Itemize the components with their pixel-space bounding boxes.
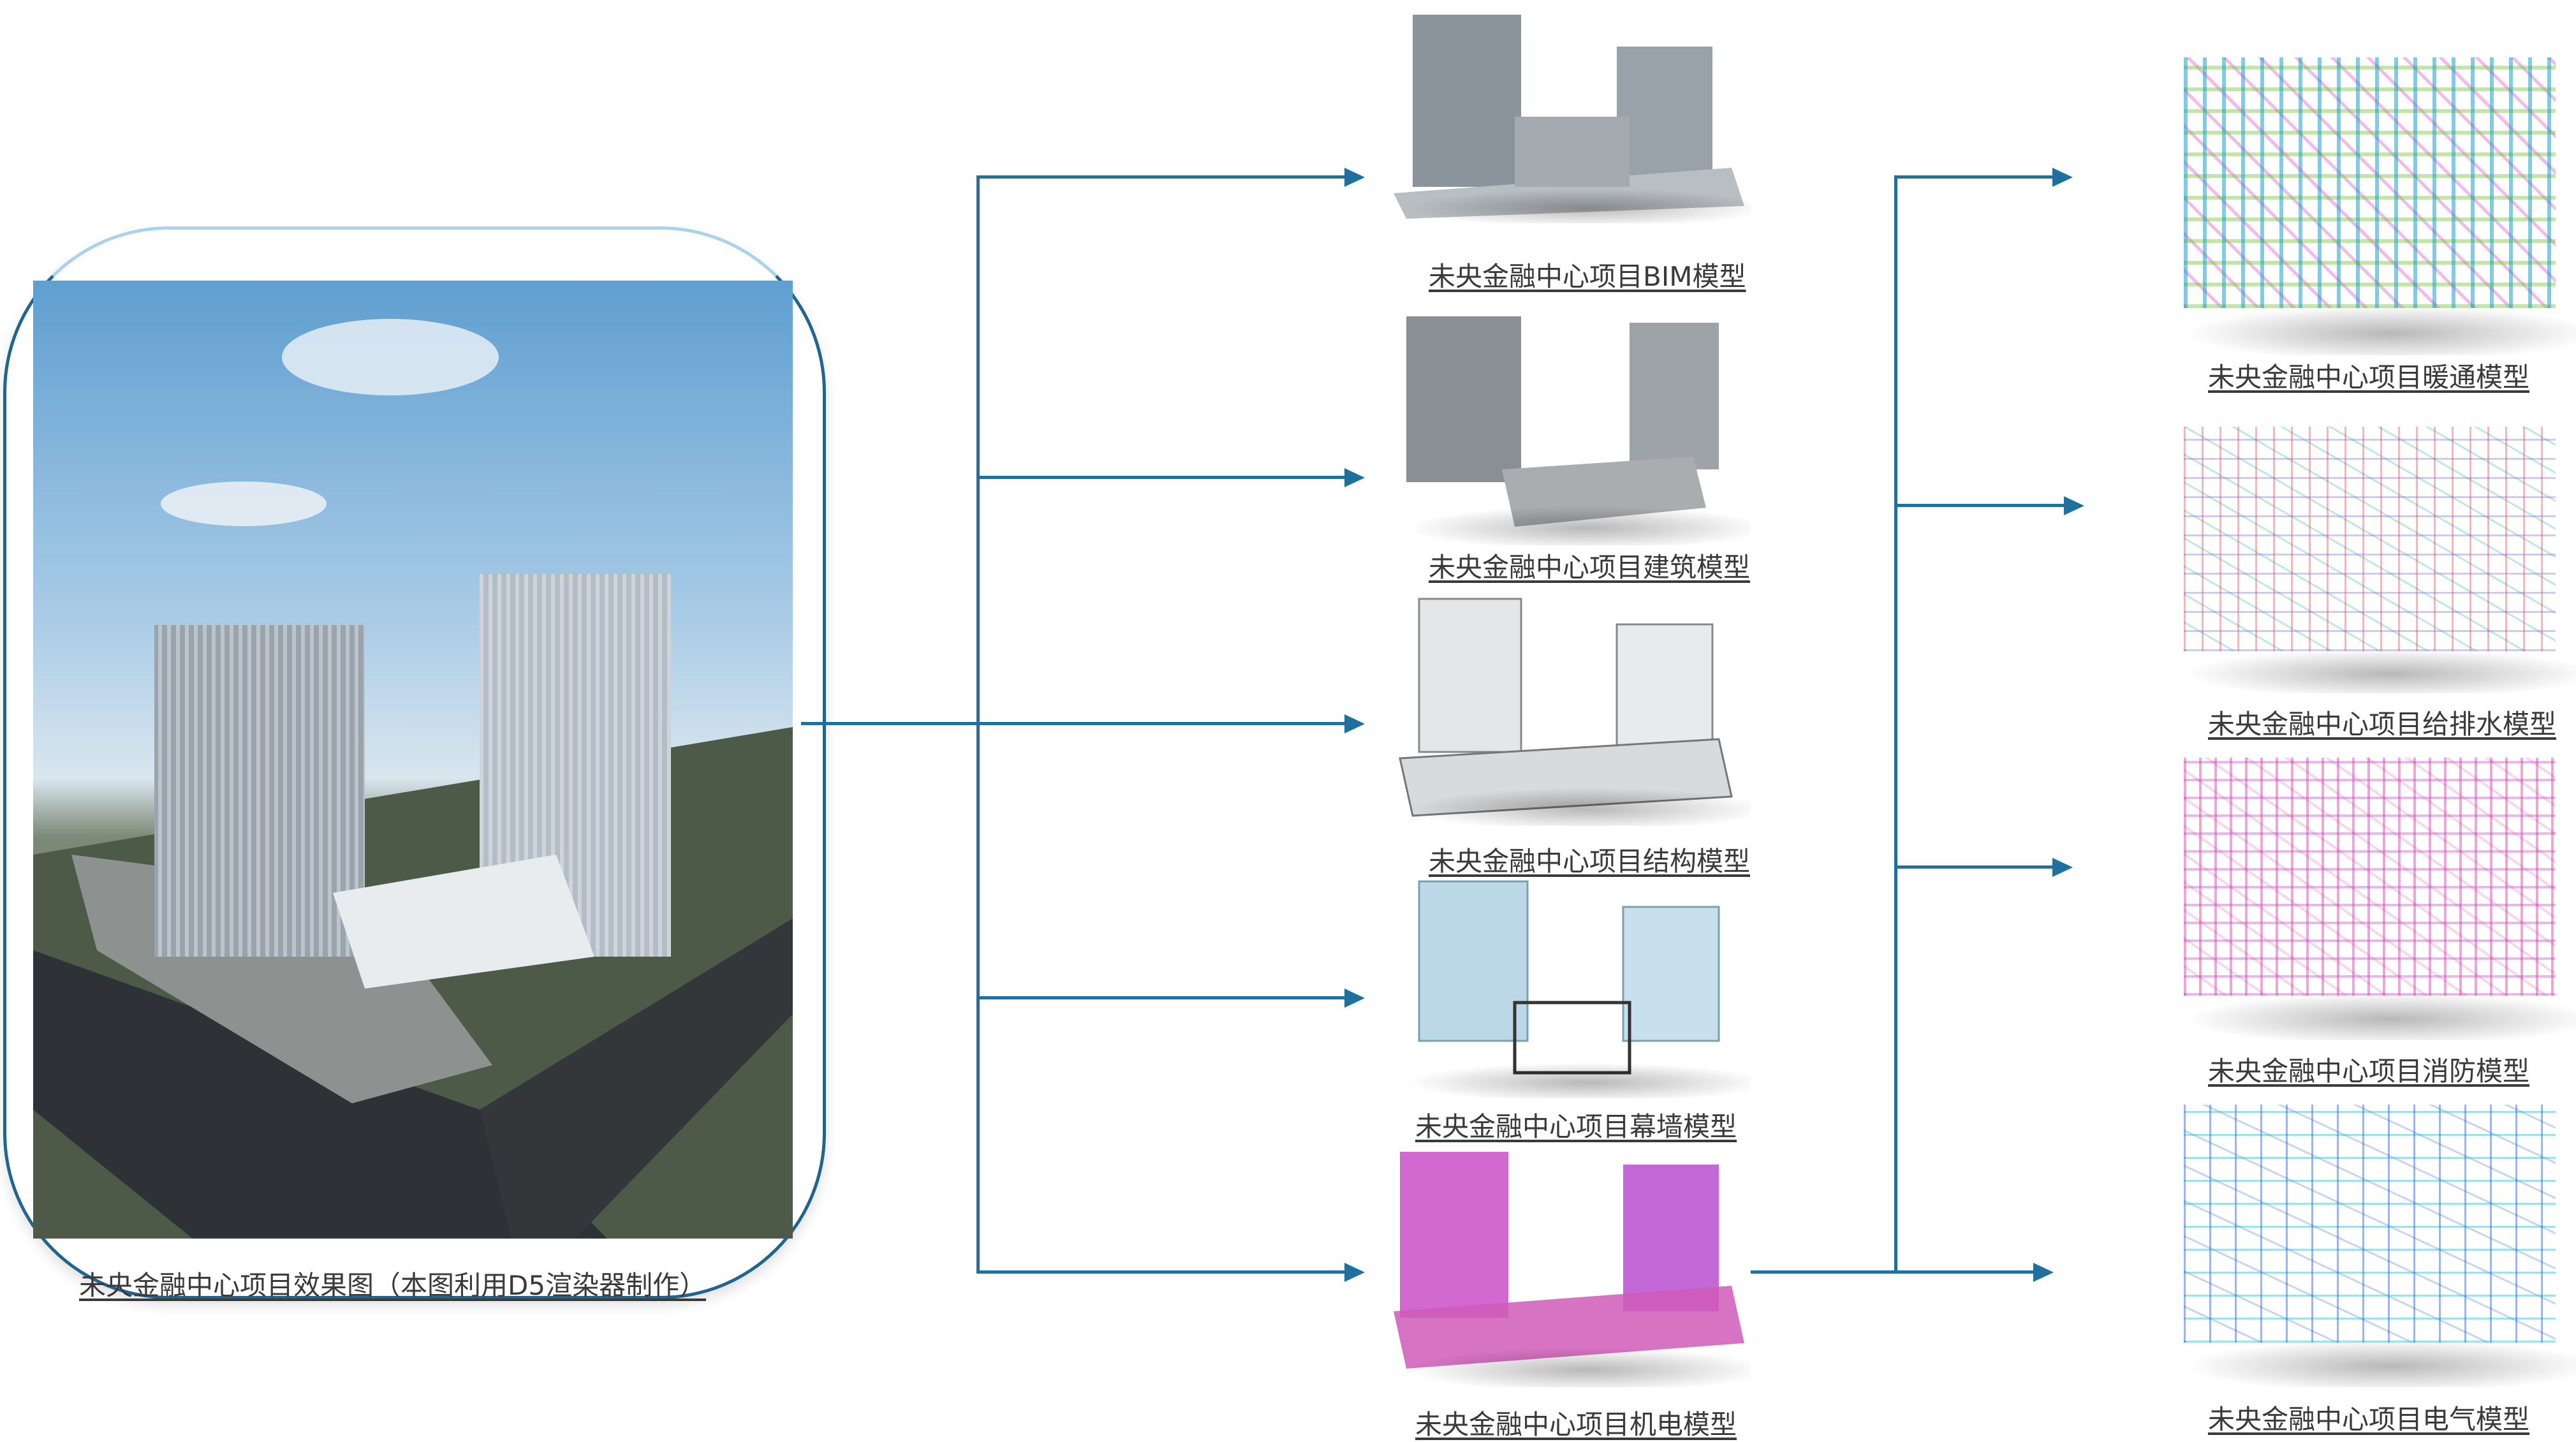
mep-model-image xyxy=(1387,1139,1751,1387)
connector-branch-fire xyxy=(1894,865,2054,869)
connector-trunk-mep xyxy=(1894,175,1897,1274)
bim-model-caption: 未央金融中心项目BIM模型 xyxy=(1429,261,1746,292)
structure-model-caption: 未央金融中心项目结构模型 xyxy=(1429,846,1751,877)
curtainwall-model-caption: 未央金融中心项目幕墙模型 xyxy=(1415,1111,1737,1142)
project-render-image xyxy=(33,281,793,1239)
electrical-model-caption: 未央金融中心项目电气模型 xyxy=(2208,1404,2530,1435)
connector-branch-plumbing xyxy=(1894,504,2065,507)
plumbing-model-image xyxy=(2163,413,2576,693)
curtainwall-model-image xyxy=(1387,875,1751,1098)
electrical-model-image xyxy=(2163,1090,2576,1387)
mep-model-caption: 未央金融中心项目机电模型 xyxy=(1415,1409,1737,1440)
arrow-right-icon xyxy=(1344,1263,1365,1282)
arrow-right-icon xyxy=(2052,168,2073,187)
architecture-model-image xyxy=(1387,297,1751,545)
structure-model-image xyxy=(1387,586,1751,826)
arrow-right-icon xyxy=(2064,496,2084,515)
plumbing-model-caption: 未央金融中心项目给排水模型 xyxy=(2208,709,2557,740)
connector-line xyxy=(801,722,980,725)
connector-branch-architecture xyxy=(976,476,1346,479)
arrow-right-icon xyxy=(1344,168,1365,187)
render-caption: 未央金融中心项目效果图（本图利用D5渲染器制作） xyxy=(79,1270,707,1301)
render-illustration xyxy=(33,319,793,1239)
architecture-model-caption: 未央金融中心项目建筑模型 xyxy=(1429,552,1751,583)
fire-protection-model-caption: 未央金融中心项目消防模型 xyxy=(2208,1056,2530,1087)
render-frame xyxy=(3,226,826,1299)
connector-branch-curtainwall xyxy=(976,996,1346,999)
hvac-model-image xyxy=(2163,41,2576,355)
connector-branch-hvac xyxy=(1894,175,2054,179)
arrow-right-icon xyxy=(1344,714,1365,733)
fire-protection-model-image xyxy=(2163,743,2576,1040)
connector-branch-structure xyxy=(976,722,1346,725)
arrow-right-icon xyxy=(2033,1263,2054,1282)
hvac-model-caption: 未央金融中心项目暖通模型 xyxy=(2208,362,2530,393)
arrow-right-icon xyxy=(1344,989,1365,1008)
connector-branch-mep xyxy=(976,1270,1346,1274)
arrow-right-icon xyxy=(1344,468,1365,487)
bim-model-image xyxy=(1387,8,1751,223)
arrow-right-icon xyxy=(2052,858,2073,877)
connector-branch-bim xyxy=(976,175,1346,179)
